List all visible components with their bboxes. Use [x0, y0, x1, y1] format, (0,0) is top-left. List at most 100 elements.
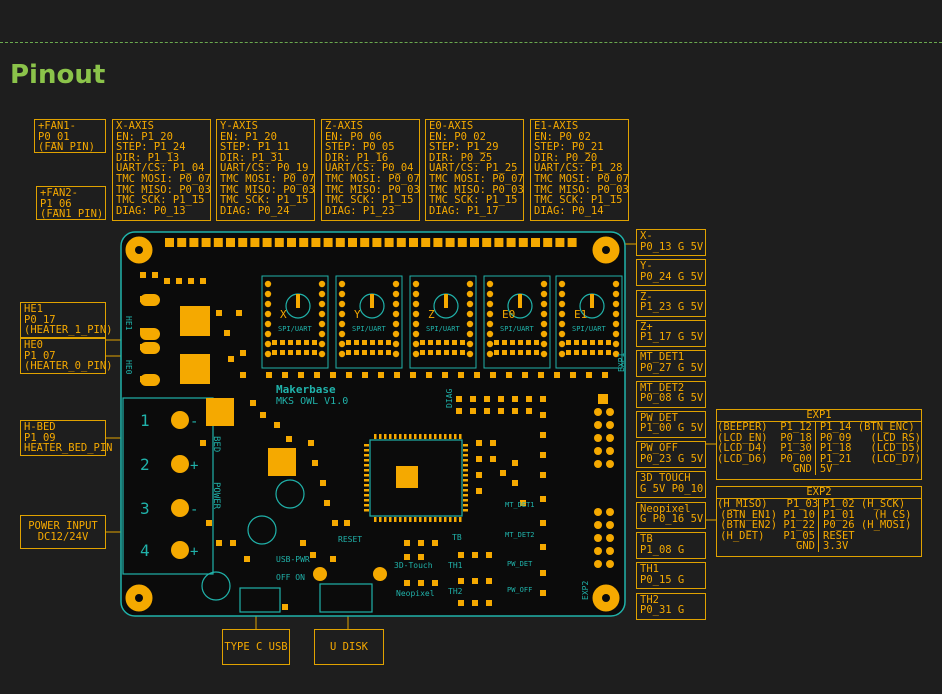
fan1-label-line: +FAN1- [38, 120, 76, 132]
exp2-pinout-box-left-pin: (BTN_EN2) P1_22 [720, 519, 815, 532]
y-axis-label-line: UART/CS: P0_19 [220, 162, 309, 175]
svg-text:-: - [190, 414, 198, 430]
top-connector-pin [238, 238, 248, 247]
y-minus-label-line: P0_24 G 5V [640, 270, 704, 283]
x-axis-label-line: TMC MISO: P0_03 [116, 183, 211, 196]
top-connector-pin [482, 238, 492, 247]
driver-name-silk: Y [354, 308, 361, 321]
exp1-pinout-box-right-pin: P1_21 (LCD_D7) [819, 452, 921, 465]
top-connector-pin [287, 238, 296, 247]
model-silk: MKS OWL V1.0 [276, 396, 348, 407]
th2-silk: TH2 [448, 587, 463, 596]
pw-off-silk: PW_OFF [507, 586, 532, 594]
y-minus-label: Y-P0_24 G 5V [636, 259, 706, 287]
exp1-pinout-box-left-pin: (LCD_EN) P0_18 [717, 431, 812, 444]
top-connector-pin [543, 238, 553, 247]
spi-uart-silk: SPI/UART [278, 325, 313, 333]
power-silk: POWER [211, 482, 221, 510]
top-connector-pin [189, 238, 199, 247]
terminal-number-silk: 1 [140, 411, 150, 430]
spi-uart-silk: SPI/UART [352, 325, 387, 333]
fan1-label: +FAN1-P0_01(FAN_PIN) [34, 119, 106, 153]
top-connector-pin [274, 238, 284, 247]
he0-label-line: P1_07 [24, 349, 56, 362]
top-connector-pin [323, 238, 333, 247]
top-connector-pin [250, 238, 260, 247]
z-axis-label-line: TMC MOSI: P0_07 [325, 172, 420, 185]
exp2-pinout-box: EXP2(H_MISO) P1_03(BTN_EN1) P1_10(BTN_EN… [716, 486, 922, 557]
e1-axis-label-line: TMC MOSI: P0_07 [534, 172, 629, 185]
z-axis-label-line: STEP: P0_05 [325, 141, 395, 154]
exp2-pinout-box-left-pin: (H_MISO) P1_03 [717, 498, 819, 510]
exp1-pinout-box-right-pin: P1_14 (BTN_ENC) [819, 421, 915, 433]
y-axis-label-line: EN: P1_20 [220, 130, 277, 143]
driver-name-silk: Z [428, 308, 435, 321]
mt-det2-label-line: P0_08 G 5V [640, 392, 704, 405]
mt-det1-label-line: P0_27 G 5V [640, 361, 704, 374]
exp2-pinout-box-title: EXP2 [717, 487, 921, 499]
stepper-driver-outline [409, 275, 477, 369]
exp1-silk: EXP1 [617, 353, 626, 372]
usb-port [239, 587, 281, 613]
spi-uart-silk: SPI/UART [426, 325, 461, 333]
th2-label-line: TH2 [640, 593, 659, 606]
top-connector-pin [311, 238, 321, 247]
spi-uart-silk: SPI/UART [572, 325, 607, 333]
svg-text:-: - [190, 502, 198, 518]
terminal-number-silk: 4 [140, 541, 150, 560]
fan2-label: +FAN2-P1_06(FAN1_PIN) [36, 186, 106, 220]
terminal-number-silk: 3 [140, 499, 150, 518]
3d-touch-label-line: 3D TOUCH [640, 472, 691, 485]
usb-pwr-silk: USB-PWR [276, 555, 310, 564]
exp2-pinout-box-left-pin: GND [796, 540, 815, 553]
fan2-label-line: P1_06 [40, 197, 72, 210]
brand-silk: Makerbase [276, 383, 336, 396]
top-connector-pin [494, 238, 504, 247]
z-plus-label-line: Z+ [640, 320, 653, 333]
fan1-label-line: (FAN_PIN) [38, 141, 95, 154]
off-on-silk: OFF ON [276, 573, 305, 582]
top-connector-pin [506, 238, 516, 247]
top-connector-pin [360, 238, 370, 247]
top-connector-pin [177, 238, 187, 247]
hbed-label-line: HEATER_BED_PIN [24, 442, 113, 455]
exp2-pinout-box-right-pin: P0_26 (H_MOSI) [823, 519, 912, 532]
neopixel-silk: Neopixel [396, 589, 435, 598]
type-c-usb-label: TYPE C USB [222, 629, 290, 665]
driver-name-silk: E0 [502, 308, 515, 321]
mt-det1-silk: MT_DET1 [505, 501, 535, 509]
e1-axis-label-line: STEP: P0_21 [534, 141, 604, 154]
pw-off-label-line: PW_OFF [640, 442, 678, 455]
top-connector-pin [531, 238, 540, 247]
exp1-pinout-box-left-pin: (LCD_D6) P0_00 [717, 452, 812, 465]
top-connector-pin [335, 238, 345, 247]
he0-label-line: (HEATER_0_PIN) [24, 360, 113, 373]
pw-det-silk: PW_DET [507, 560, 533, 568]
power-input-label-line: DC12/24V [37, 531, 89, 543]
e1-axis-label-line: TMC SCK: P1_15 [534, 194, 623, 207]
tb-label-line: P1_08 G [640, 543, 685, 556]
e0-axis-label-line: DIAG: P1_17 [429, 204, 499, 217]
neopixel-label-line: G P0_16 5V [640, 513, 704, 526]
top-connector-pin [409, 238, 418, 247]
e1-axis-label-line: E1-AXIS [534, 120, 579, 132]
he1-label-line: (HEATER_1_PIN) [24, 324, 113, 337]
z-minus-label-line: Z- [640, 290, 653, 303]
neopixel-label-line: Neopixel [640, 502, 691, 515]
stepper-driver-outline [335, 275, 403, 369]
x-minus-label: X-P0_13 G 5V [636, 229, 706, 256]
th1-label-line: P0_15 G [640, 573, 685, 586]
e1-axis-label-line: EN: P0_02 [534, 130, 591, 143]
e1-axis-label-line: DIR: P0_20 [534, 151, 598, 164]
